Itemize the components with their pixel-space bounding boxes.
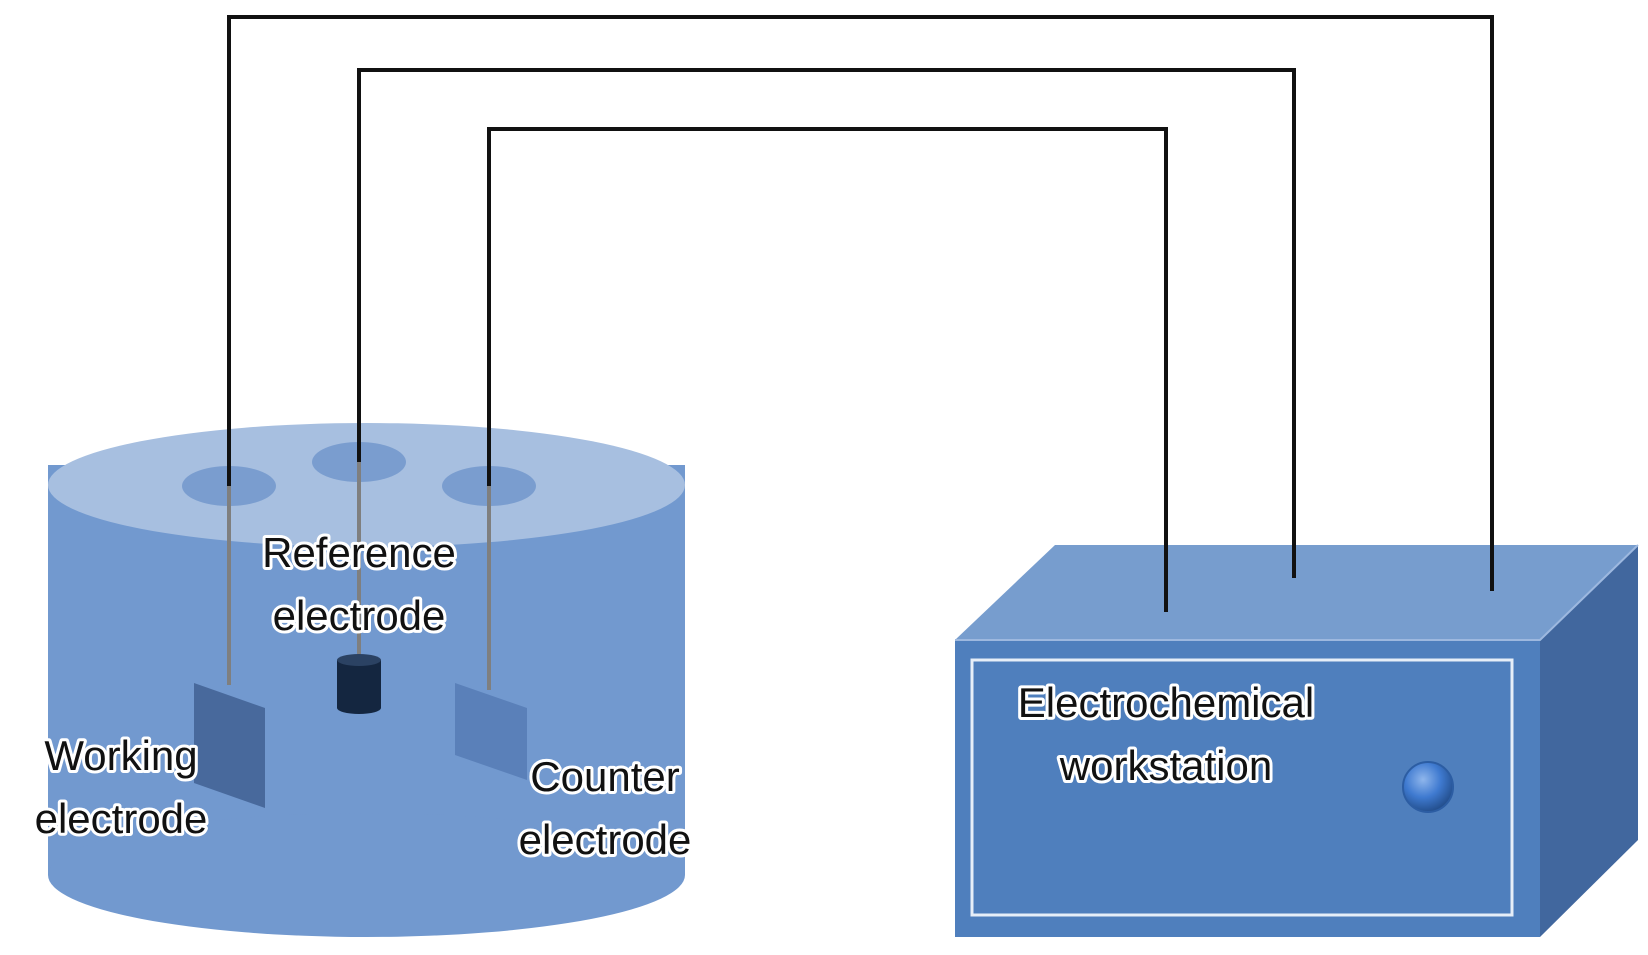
counter-electrode-plate [455,683,527,780]
electrochemical-workstation [955,544,1639,937]
working-electrode-label-line1: Working [44,732,197,779]
reference-electrode-tip [337,660,381,708]
reference-electrode-label-line2: electrode [273,592,446,639]
workstation-label-line1: Electrochemical [1018,679,1314,726]
reference-electrode-wire [357,68,1296,578]
working-electrode-label-line2: electrode [35,795,208,842]
reference-electrode-tip-bottom [337,702,381,714]
workstation-front-frame [970,658,1514,917]
electrochemical-cell [48,423,685,937]
reference-electrode-tip-top [337,654,381,666]
cell-bottom [48,813,685,937]
workstation-side-face [1540,545,1638,937]
workstation-knob [1402,761,1454,813]
working-electrode-plate [194,683,265,808]
electrodes [194,462,527,808]
counter-electrode-wire [487,127,1168,612]
workstation-label-line2: workstation [1059,742,1272,789]
connecting-wires [227,15,1494,612]
reference-electrode-label-line1: Reference [262,529,456,576]
labels: Reference electrode Working electrode Co… [32,526,1318,866]
workstation-edge-highlight [955,544,1639,641]
workstation-top-face [955,545,1638,640]
working-electrode-wire [227,15,1494,591]
counter-electrode-label-line1: Counter [530,753,679,800]
cell-top [48,423,685,547]
counter-electrode-label-line2: electrode [519,816,692,863]
